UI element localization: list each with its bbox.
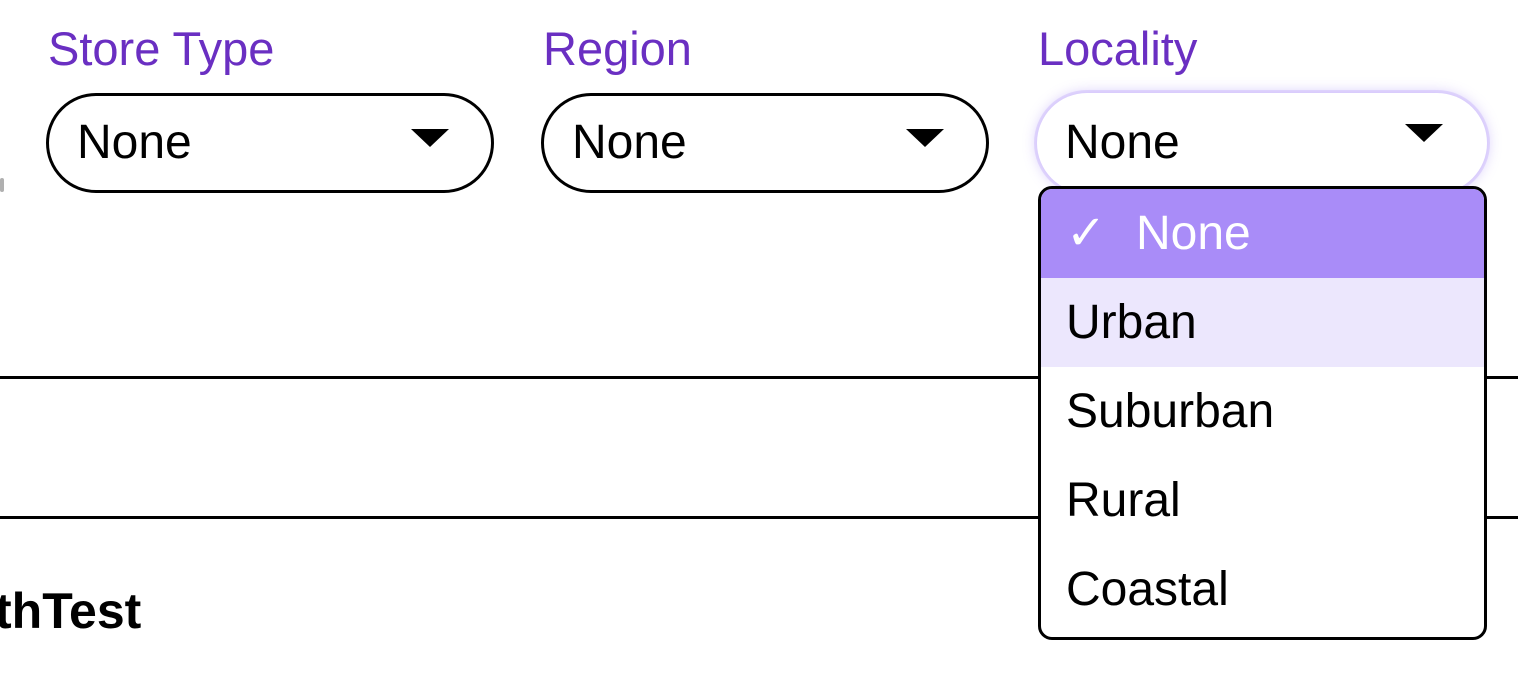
region-label: Region [543,22,692,75]
clipped-edge-mark [0,178,4,192]
option-label: Suburban [1066,385,1275,438]
divider-line [0,516,1518,519]
locality-label: Locality [1038,22,1198,75]
section-heading: thTest [0,583,142,639]
caret-down-icon [906,129,944,147]
store-type-value: None [77,116,192,169]
divider-line [0,376,1518,379]
locality-option-coastal[interactable]: Coastal [1041,545,1484,634]
region-value: None [572,116,687,169]
locality-option-suburban[interactable]: Suburban [1041,367,1484,456]
locality-option-none[interactable]: ✓ None [1041,189,1484,278]
store-type-label: Store Type [48,22,275,75]
caret-down-icon [411,129,449,147]
store-type-select[interactable]: None [46,93,494,193]
locality-dropdown-menu: ✓ None Urban Suburban Rural Coastal [1038,186,1487,640]
locality-option-rural[interactable]: Rural [1041,456,1484,545]
locality-value: None [1065,116,1180,169]
option-label: Rural [1066,474,1181,527]
option-label: None [1136,207,1251,260]
region-select[interactable]: None [541,93,989,193]
locality-select[interactable]: None [1037,93,1487,193]
option-label: Coastal [1066,563,1229,616]
locality-option-urban[interactable]: Urban [1041,278,1484,367]
caret-down-icon [1405,124,1443,142]
option-label: Urban [1066,296,1197,349]
check-icon: ✓ [1066,207,1107,260]
